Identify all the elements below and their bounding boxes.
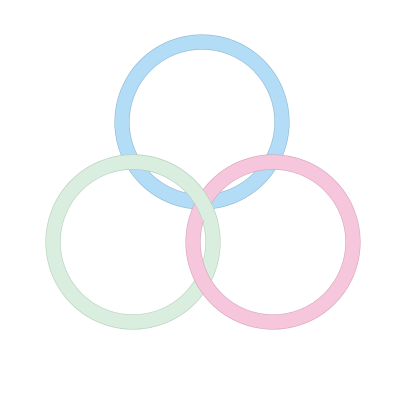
blue-ring	[114, 34, 290, 210]
blue-ring-band	[115, 35, 289, 209]
green-ring-band	[110, 155, 218, 220]
green-ring-overlap	[110, 154, 218, 220]
pink-ring	[185, 154, 361, 330]
pink-ring-band	[186, 155, 360, 329]
